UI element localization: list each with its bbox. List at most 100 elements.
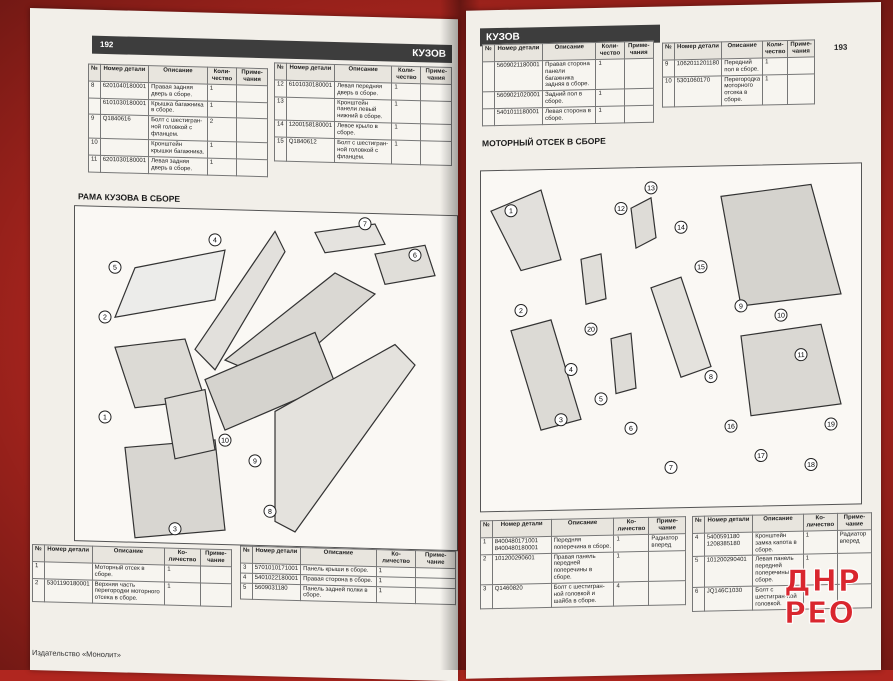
callout-circle: [248, 454, 262, 468]
table-cell: Кронштейн панели левый нижний в сборе.: [334, 98, 392, 124]
callout-circle: [108, 260, 122, 274]
callout-circle: [734, 299, 748, 313]
table-cell: [648, 580, 686, 606]
table-cell: 9: [88, 114, 101, 139]
callout-label: 4: [569, 367, 573, 374]
table-cell: 2: [480, 554, 493, 586]
table-cell: 5301060170: [674, 75, 722, 107]
callout-label: 1: [509, 208, 513, 215]
bulkhead-part: [164, 388, 216, 460]
table-header-cell: Коли-чество: [762, 40, 788, 58]
table-cell: [200, 582, 232, 608]
table-cell: 1: [207, 157, 237, 176]
table-cell: Болт с шестигран-ной головкой с фланцем.: [148, 115, 208, 142]
callout-circle: [263, 504, 277, 518]
table-header-cell: Номер детали: [100, 64, 149, 83]
table-cell: Болт с шестигран-ной головкой и шайба в …: [551, 582, 614, 608]
table-cell: Правая сторона панели багажника задняя в…: [542, 59, 596, 91]
table-header-cell: №: [480, 520, 493, 538]
watermark-line-1: ДНР: [784, 564, 861, 599]
table-cell: [787, 73, 815, 105]
callout-label: 8: [709, 374, 713, 381]
callout-label: 17: [757, 453, 765, 460]
callout-label: 4: [213, 237, 217, 244]
table-cell: Задний пол в сборе.: [542, 89, 596, 108]
callout-label: 6: [629, 426, 633, 433]
table-header-cell: №: [692, 516, 705, 534]
callout-label: 9: [739, 303, 743, 310]
table-header-cell: Описание: [752, 514, 804, 532]
table-cell: 5401011180001: [494, 107, 543, 126]
callout-circle: [674, 220, 688, 234]
table-cell: 1: [595, 89, 625, 107]
callout-circle: [408, 248, 422, 262]
table-header-cell: Описание: [148, 65, 208, 84]
table-cell: 1: [595, 58, 625, 90]
callout-circle: [804, 457, 818, 471]
table-cell: 9: [662, 59, 675, 77]
callout-circle: [794, 348, 808, 362]
table-cell: 5: [692, 556, 705, 588]
table-header-cell: Коли-чество: [391, 65, 421, 84]
table-header-cell: Описание: [334, 64, 392, 83]
table-cell: [482, 108, 495, 126]
callout-label: 9: [253, 458, 257, 465]
table-cell: 5609021020001: [494, 90, 543, 109]
table-header-cell: Описание: [542, 42, 596, 61]
callout-circle: [644, 181, 658, 195]
callout-label: 7: [363, 221, 367, 228]
table-header-cell: Номер детали: [252, 546, 301, 565]
front-crossmember-part: [490, 189, 562, 272]
table-cell: 11: [88, 154, 101, 172]
dnr-reo-watermark: ДНР РЕО: [784, 564, 888, 644]
left-section-title: РАМА КУЗОВА В СБОРЕ: [78, 191, 181, 204]
callout-label: 12: [617, 206, 625, 213]
rear-shelf-part: [314, 223, 386, 254]
table-cell: [236, 118, 268, 143]
table-cell: [236, 158, 268, 177]
table-cell: 1: [207, 141, 237, 159]
table-cell: [624, 88, 654, 107]
table-cell: [624, 58, 654, 90]
table-cell: [88, 97, 101, 115]
table-cell: Левая сторона в сборе.: [542, 106, 596, 125]
table-header-cell: Номер детали: [286, 63, 335, 82]
table-header-cell: Приме-чание: [837, 512, 872, 531]
table-cell: Панель задней полки в сборе.: [300, 584, 377, 603]
table-cell: [200, 565, 232, 584]
table-header-cell: Приме-чания: [787, 39, 815, 58]
left-wheelhouse-part: [740, 323, 842, 417]
table-cell: 5301190180001: [44, 578, 93, 604]
table-header-cell: Ко-личество: [164, 548, 201, 566]
table-cell: 10: [662, 76, 675, 108]
table-cell: 6201030180001: [100, 155, 149, 174]
table-cell: 1: [391, 139, 421, 165]
table-cell: Левая передняя дверь в сборе.: [334, 81, 392, 100]
table-cell: [648, 550, 686, 582]
table-cell: 1: [762, 74, 788, 106]
table-cell: 2: [32, 578, 45, 603]
callout-label: 14: [677, 225, 685, 232]
left-header-bar: КУЗОВ: [92, 35, 452, 64]
table-cell: Q1840612: [286, 137, 335, 163]
callout-label: 8: [268, 509, 272, 516]
table-header-cell: Описание: [551, 518, 614, 537]
table-cell: Q1840616: [100, 114, 149, 140]
callout-label: 5: [113, 265, 117, 272]
table-cell: 4: [613, 581, 649, 606]
table-cell: Левое крыло в сборе.: [334, 121, 392, 140]
table-cell: 6: [692, 587, 705, 612]
table-cell: 5: [240, 582, 253, 600]
table-header-cell: Номер детали: [674, 41, 722, 60]
rear-panel-part: [374, 244, 436, 285]
callout-circle: [168, 522, 182, 536]
callout-circle: [208, 233, 222, 247]
